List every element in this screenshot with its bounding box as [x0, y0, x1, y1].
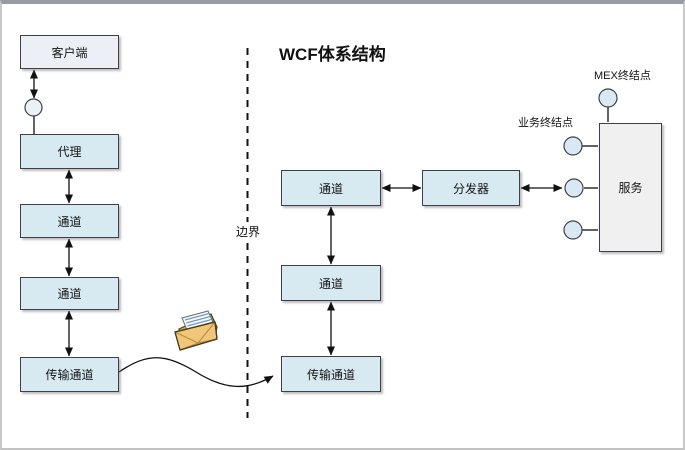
service-transport-channel-box: 传输通道	[281, 356, 381, 392]
connector-layer	[24, 48, 618, 418]
client-channel-upper-box: 通道	[20, 204, 119, 238]
dispatcher-box: 分发器	[422, 170, 520, 206]
client-transport-channel-box: 传输通道	[20, 357, 119, 392]
service-channel-lower-box: 通道	[281, 265, 381, 301]
proxy-box-label: 代理	[57, 145, 82, 159]
boundary-label: 边界	[229, 222, 267, 241]
mex-endpoint-label: MEX终结点	[594, 70, 651, 82]
client-box: 客户端	[20, 35, 119, 69]
dispatcher-box-label: 分发器	[452, 181, 489, 196]
client-box-label: 客户端	[51, 45, 88, 60]
client-connector-circle	[24, 98, 43, 117]
mex-endpoint-circle	[598, 88, 618, 108]
client-channel-lower-label: 通道	[57, 287, 82, 301]
client-channel-upper-label: 通道	[57, 214, 82, 229]
diagram-title: WCF体系结构	[279, 45, 386, 64]
business-endpoint-circle-bottom	[563, 220, 583, 240]
service-channel-upper-box: 通道	[281, 170, 381, 206]
business-endpoint-circle-middle	[564, 178, 584, 198]
message-envelope-icon	[174, 310, 218, 351]
service-box-label: 服务	[618, 181, 643, 195]
service-channel-upper-label: 通道	[318, 181, 343, 196]
client-channel-lower-box: 通道	[20, 277, 119, 310]
service-box: 服务	[599, 123, 662, 252]
client-transport-channel-label: 传输通道	[45, 368, 94, 382]
message-flow-curve	[118, 357, 274, 388]
service-transport-channel-label: 传输通道	[306, 367, 355, 382]
proxy-box: 代理	[20, 134, 119, 169]
business-endpoint-label: 业务终结点	[518, 117, 573, 129]
business-endpoint-circle-top	[563, 136, 583, 156]
service-channel-lower-label: 通道	[318, 276, 343, 291]
